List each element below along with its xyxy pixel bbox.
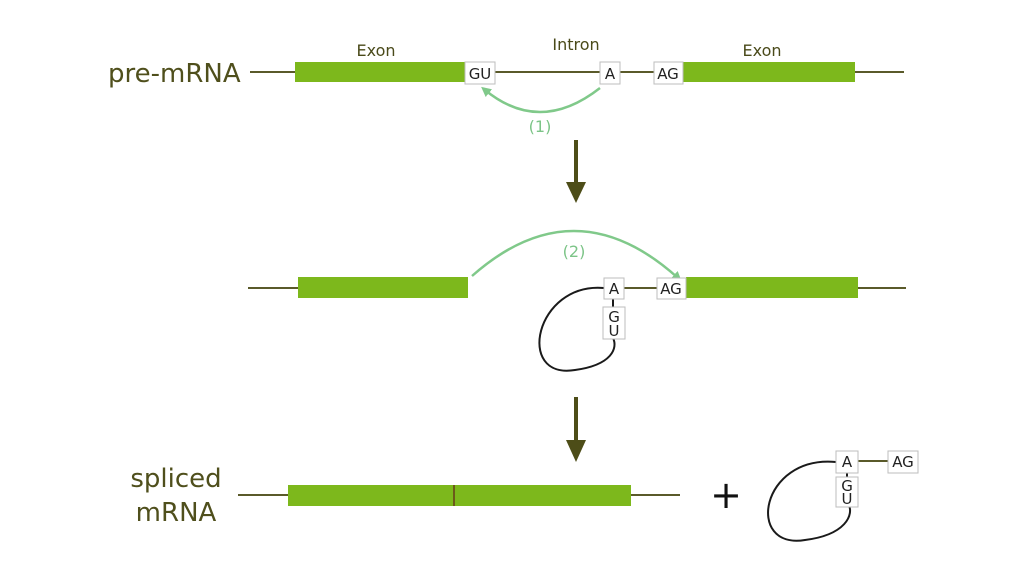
process-arrow-2	[566, 397, 586, 462]
intermediate-exon-left	[298, 277, 468, 298]
branch-point-a: A	[599, 61, 621, 85]
exon-left	[295, 62, 465, 82]
excised-ag-label: AG	[892, 453, 914, 471]
intron-label: Intron	[552, 35, 599, 54]
spliced-exons	[288, 485, 631, 506]
plus-sign: +	[710, 473, 742, 517]
a-label: A	[605, 65, 616, 83]
intermediate-lariat-loop	[538, 286, 616, 372]
intermediate-a: A	[603, 277, 625, 300]
intermediate-ag-label: AG	[660, 280, 682, 298]
intermediate-gu: G U	[602, 306, 626, 340]
spliced-label-line1: spliced	[130, 464, 221, 494]
step2-arrow	[471, 229, 682, 282]
exon-left-label: Exon	[356, 41, 395, 60]
intermediate-a-label: A	[609, 280, 620, 298]
intermediate-g-label: G	[608, 308, 620, 326]
excised-a: A	[835, 450, 859, 474]
intermediate-exon-right	[686, 277, 858, 298]
process-arrow-1	[566, 140, 586, 203]
step2-label: (2)	[563, 242, 586, 261]
intermediate-u-label: U	[609, 322, 620, 340]
excised-gu: G U	[835, 476, 859, 508]
ag-site: AG	[653, 61, 684, 85]
exon-right-label: Exon	[742, 41, 781, 60]
intermediate-row: (2) A G U AG	[248, 229, 906, 372]
excised-a-label: A	[842, 453, 853, 471]
step1-label: (1)	[529, 117, 552, 136]
intermediate-ag: AG	[656, 277, 687, 300]
ag-label: AG	[657, 65, 679, 83]
step1-arrow	[481, 86, 601, 114]
excised-lariat-loop	[767, 460, 852, 542]
excised-ag: AG	[887, 450, 919, 474]
pre-mrna-row: pre-mRNA Exon Intron Exon GU A AG (1)	[108, 35, 904, 136]
spliced-row: spliced mRNA + A G U AG	[130, 450, 919, 542]
spliced-label-line2: mRNA	[136, 498, 217, 528]
pre-mrna-label: pre-mRNA	[108, 59, 241, 89]
exon-right	[683, 62, 855, 82]
gu-site: GU	[464, 61, 496, 85]
excised-g-label: G	[841, 477, 853, 495]
excised-u-label: U	[842, 490, 853, 508]
gu-label: GU	[469, 65, 492, 83]
